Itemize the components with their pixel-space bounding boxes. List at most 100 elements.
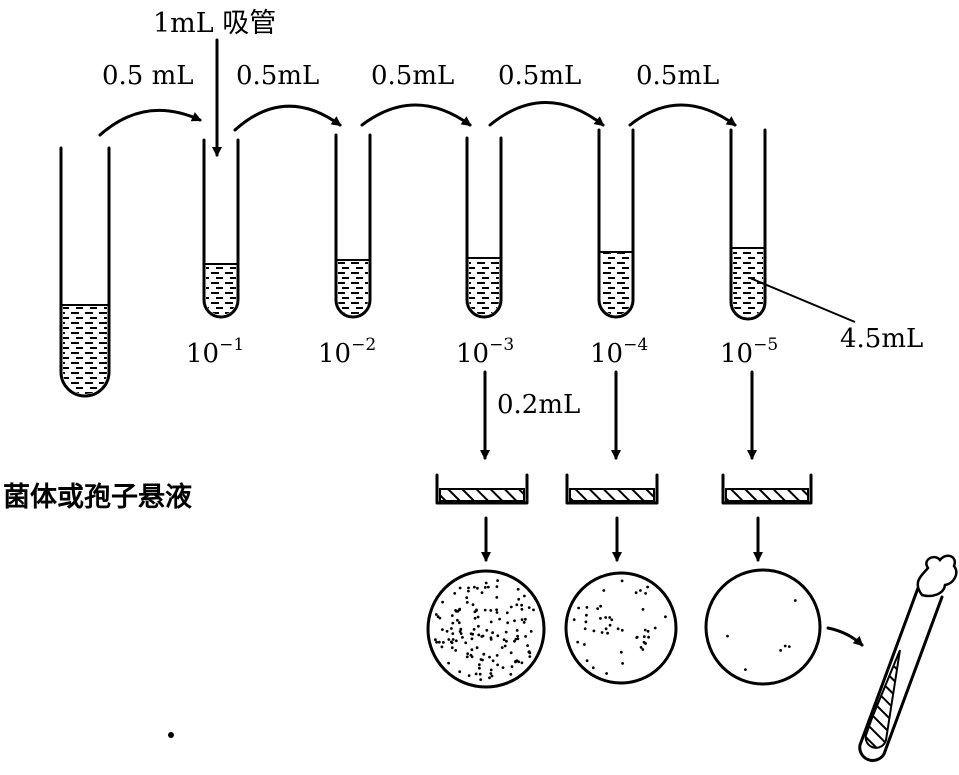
transfer-arrow-4 [488,101,605,127]
colony-dot [467,586,470,590]
colony-dot [477,633,481,637]
colony-dot [496,634,500,638]
colony-dot [482,652,486,656]
colony-dot [726,634,729,638]
volume-leader-line [749,277,856,323]
colony-dot [524,617,527,621]
colony-dot [496,663,499,667]
colony-dot [619,650,623,654]
petri-dish-side-1 [435,473,529,505]
transfer-arrow-1 [98,108,202,137]
dilution-tube-3 [465,136,503,319]
colony-dot [440,645,444,649]
colony-dot [646,585,649,589]
colony-dot [523,594,526,598]
colony-dot [599,617,602,620]
dilution-label-1: 10−1 [186,335,244,369]
transfer-label-1: 0.5 mL [102,61,194,91]
colony-dot [516,634,519,638]
colony-dot [472,628,476,631]
colony-dot [606,631,609,635]
transfer-arrow-5 [628,103,737,127]
transfer-label-5: 0.5mL [636,61,719,91]
colony-dot [744,668,747,671]
colony-dot [488,655,491,659]
colony-dot [641,608,645,611]
colony-dot [634,591,638,595]
colony-dot [528,655,532,658]
colony-dot [506,621,510,625]
colony-dot [479,658,483,661]
colony-dot [442,641,445,644]
colony-dot [514,659,517,663]
colony-dot [465,601,469,604]
colony-dot [480,635,484,638]
colony-dot [787,645,791,648]
colony-dot [600,631,604,634]
colony-dot [664,615,667,619]
colony-dot [641,648,645,651]
slant-culture-tube [858,554,958,762]
colony-dot [473,585,476,589]
colony-dot [476,615,480,619]
colony-dot [458,586,462,590]
colony-dot [510,665,514,668]
colony-dot [457,621,461,625]
colony-dot [620,628,624,632]
colony-dot [620,579,624,583]
stray-dot [168,732,174,738]
transfer-arrow-3 [360,103,472,127]
colony-dot [639,646,643,649]
colony-dot [459,627,463,631]
colony-dot [639,589,642,592]
colony-dot [527,650,531,654]
colony-dot [653,626,657,630]
colony-dot [445,629,449,633]
colony-dot [514,637,518,641]
colony-dot [520,661,524,665]
transfer-label-3: 0.5mL [371,61,454,91]
colony-dot [479,678,483,681]
colony-dot [515,603,519,607]
colony-dot [605,672,608,675]
colony-dot [608,616,612,619]
colony-dot [489,609,493,612]
colony-dot [458,670,462,674]
colony-dot [441,600,444,604]
dilution-tube-1 [202,138,240,319]
colony-plate-sparse [704,568,822,686]
colony-dot [585,606,589,609]
colony-dot [513,619,516,623]
colony-dot [583,627,587,631]
colony-plate-medium [564,571,678,685]
colony-dot [478,666,481,670]
colony-dot [475,608,478,612]
colony-dot [646,629,650,633]
colony-dot [484,581,488,585]
colony-dot [471,603,475,607]
colony-dot [520,607,524,611]
colony-dot [500,646,504,649]
colony-dot [434,638,437,642]
colony-dot [516,587,520,591]
colony-dot [509,651,513,655]
colony-dot [437,640,441,644]
colony-dot [450,627,453,630]
colony-dot [604,616,608,619]
colony-dot [466,652,470,656]
colony-dot [473,616,477,620]
colony-dot [495,596,499,599]
colony-dot [503,644,507,648]
colony-dot [526,644,529,647]
colony-dot [495,585,499,588]
colony-dot [434,613,438,616]
colony-dot [473,610,477,614]
dilution-tube-5 [729,128,767,321]
colony-dot [616,627,620,631]
colony-dot [470,648,474,652]
colony-dot [491,631,494,635]
colony-dot [478,672,482,676]
colony-dot [495,611,499,614]
colony-dot [596,607,599,610]
